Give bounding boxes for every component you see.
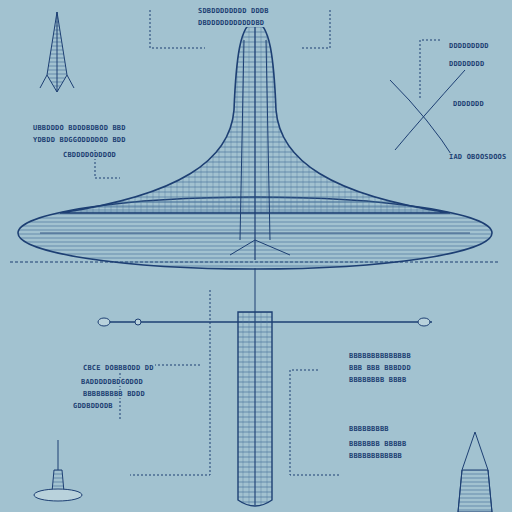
spec-note: BBBBBBBB BBBB (348, 376, 407, 384)
spec-note: DBDDDDDDDDDDDBD (197, 19, 265, 27)
spec-note: BBBBBBBBBBBB (348, 452, 403, 460)
spec-note: BBBBBBBBB (348, 425, 390, 433)
spec-note: SDBDDDDDDDD DDDB (197, 7, 270, 15)
spec-note: UBBDDDO BDDDBDBOD BBD (32, 124, 127, 132)
spec-note: DDDDDDDD (448, 60, 485, 68)
spec-note: BADDDDDBDGODOD (80, 378, 144, 386)
spec-note: GDDBDDODB (72, 402, 114, 410)
spec-note: IAD OBOOSDOOS (448, 153, 507, 161)
spec-note: BBBBBBB BBBBB (348, 440, 407, 448)
spec-note: DDDDDDDDD (448, 42, 490, 50)
spec-note: YDBDD BDGGODDDDOD BDD (32, 136, 127, 144)
spec-note: CBCE DOBBBODD DD (82, 364, 155, 372)
spec-note: BBB BBB BBBDDD (348, 364, 412, 372)
spec-note: DDDDDDD (452, 100, 485, 108)
spec-note: CBDDDDODDDOD (62, 151, 117, 159)
spec-note: BBBBBBBBBBBBBB (348, 352, 412, 360)
spec-note: BBBBBBBBB BDDD (82, 390, 146, 398)
